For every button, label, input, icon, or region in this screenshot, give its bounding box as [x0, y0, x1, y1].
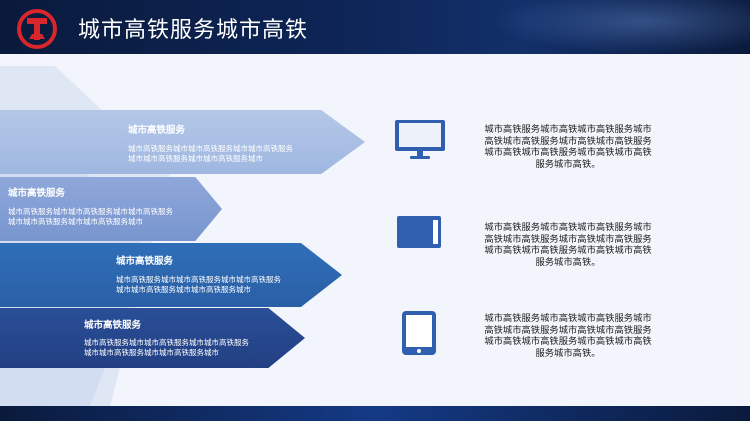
- arrow-title: 城市高铁服务: [128, 125, 186, 136]
- tablet-landscape-icon: [397, 216, 441, 248]
- description-text-3: 城市高铁服务城市高铁城市高铁服务城市高铁城市高铁服务城市高铁城市高铁服务城市高铁…: [484, 313, 652, 359]
- description-text-1: 城市高铁服务城市高铁城市高铁服务城市高铁城市高铁服务城市高铁城市高铁服务城市高铁…: [484, 124, 652, 170]
- railway-logo-icon: [17, 9, 57, 49]
- arrow-banner-2: 城市高铁服务 城市高铁服务城市城市高铁服务城市城市高铁服务城市城市高铁服务城市城…: [0, 177, 222, 241]
- arrow-banner-1: 城市高铁服务 城市高铁服务城市城市高铁服务城市城市高铁服务城市城市高铁服务城市城…: [0, 110, 365, 174]
- footer-bar: [0, 406, 750, 421]
- page-title: 城市高铁服务城市高铁: [78, 18, 309, 43]
- arrow-banner-4: 城市高铁服务 城市高铁服务城市城市高铁服务城市城市高铁服务城市城市高铁服务城市城…: [0, 308, 305, 368]
- tablet-portrait-icon: [402, 311, 436, 355]
- arrow-body: 城市高铁服务城市城市高铁服务城市城市高铁服务城市城市高铁服务城市城市高铁服务城市: [128, 144, 293, 163]
- monitor-icon: [395, 120, 445, 159]
- arrow-body: 城市高铁服务城市城市高铁服务城市城市高铁服务城市城市高铁服务城市城市高铁服务城市: [116, 275, 281, 294]
- arrow-body: 城市高铁服务城市城市高铁服务城市城市高铁服务城市城市高铁服务城市城市高铁服务城市: [84, 338, 249, 357]
- arrow-title: 城市高铁服务: [84, 320, 142, 331]
- description-text-2: 城市高铁服务城市高铁城市高铁服务城市高铁城市高铁服务城市高铁城市高铁服务城市高铁…: [484, 222, 652, 268]
- title-bar: 城市高铁服务城市高铁: [0, 0, 750, 54]
- arrow-body: 城市高铁服务城市城市高铁服务城市城市高铁服务城市城市高铁服务城市城市高铁服务城市: [8, 207, 173, 226]
- arrow-banner-3: 城市高铁服务 城市高铁服务城市城市高铁服务城市城市高铁服务城市城市高铁服务城市城…: [0, 243, 342, 307]
- arrow-title: 城市高铁服务: [116, 256, 174, 267]
- arrow-title: 城市高铁服务: [8, 188, 66, 199]
